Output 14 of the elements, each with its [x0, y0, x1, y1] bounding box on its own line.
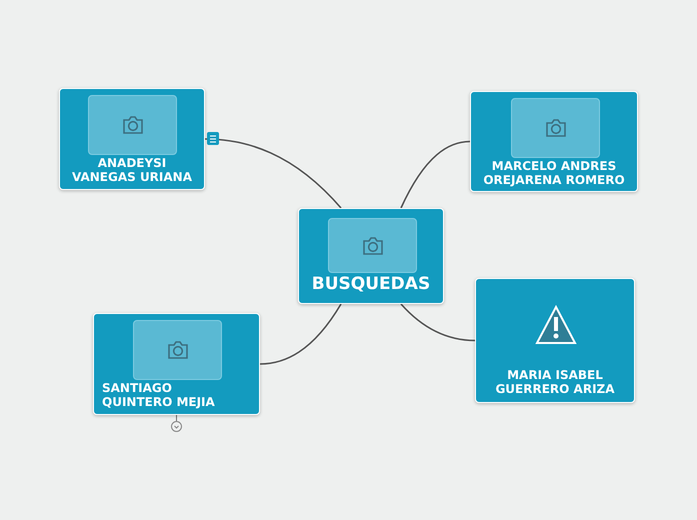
- topic-card: [59, 88, 205, 190]
- topic-text: MARCELO ANDRES OREJARENA ROMERO: [482, 159, 626, 187]
- central-topic-text: BUSQUEDAS: [310, 275, 432, 294]
- topic-card: [475, 278, 635, 403]
- connector-line: [400, 140, 470, 208]
- topic-text: SANTIAGO QUINTERO MEJIA: [102, 381, 216, 409]
- topic-card: [470, 91, 638, 192]
- connector-line: [204, 138, 342, 209]
- topic-text: ANADEYSI VANEGAS URIANA: [70, 156, 194, 184]
- connector-line: [400, 303, 476, 342]
- topic-text: MARIA ISABEL GUERRERO ARIZA: [494, 368, 616, 396]
- topic-card: [93, 313, 260, 415]
- connector-line: [260, 304, 342, 365]
- topic-card: [298, 208, 444, 304]
